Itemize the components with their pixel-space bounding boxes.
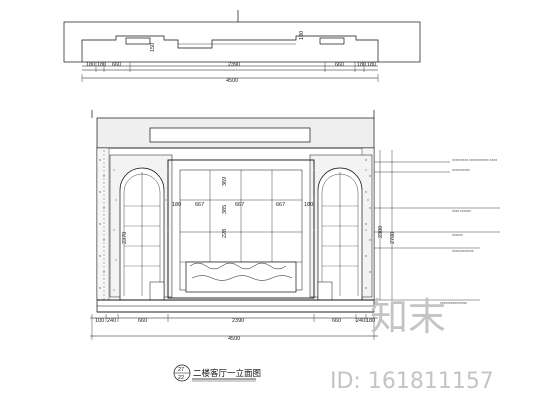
elev-bottom-dim-4: 2390: [232, 318, 244, 324]
elev-inner-dim-3: 228: [222, 229, 228, 238]
elevation-view: [90, 110, 500, 340]
plan-small-dim-1: 150: [150, 43, 156, 52]
elev-top-dim-3: 667: [235, 202, 244, 208]
plan-dim-3: 660: [112, 62, 121, 68]
note-6: xxxxxxxxxxxxxxx: [440, 301, 467, 305]
watermark-id: ID: 161811157: [330, 369, 494, 394]
elev-inner-dim-1: 369: [222, 177, 228, 186]
elev-bottom-dim-2: 240: [107, 318, 116, 324]
note-1: xxxxxxxxx xxxxxxxxxxx xxxx: [452, 158, 497, 162]
elev-top-dim-1: 180: [172, 202, 181, 208]
note-2: xxxxxxxxxx: [452, 168, 470, 172]
elevation-dimensions: 180 667 667 667 180 369 385 228 2370 230…: [95, 177, 396, 342]
drawing-title: 二楼客厅一立面图: [193, 368, 261, 379]
plan-dim-6: 180: [357, 62, 366, 68]
watermark-logo: 知末: [370, 295, 446, 339]
elev-bottom-dim-7: 180: [366, 318, 375, 324]
note-3: xxxx xxxxxx: [452, 209, 471, 213]
elev-right-height-2: 2700: [390, 232, 396, 244]
plan-dim-7: 180: [367, 62, 376, 68]
elev-bottom-dim-5: 660: [332, 318, 341, 324]
drawing-title-block: 27 22 二楼客厅一立面图: [173, 364, 261, 382]
elev-bottom-dim-3: 660: [138, 318, 147, 324]
plan-dim-4: 2390: [228, 62, 240, 68]
wall-pattern: [99, 159, 371, 291]
plan-dim-2: 180: [97, 62, 106, 68]
elev-bottom-dim-6: 240: [356, 318, 365, 324]
elev-total-dim: 4500: [228, 336, 240, 342]
plan-dim-5: 660: [335, 62, 344, 68]
plan-small-dim-2: 180: [299, 31, 305, 40]
elev-top-dim-4: 667: [276, 202, 285, 208]
note-5: xxxxxxxxxxxx: [452, 249, 474, 253]
elev-top-dim-2: 667: [195, 202, 204, 208]
elev-right-height-1: 2300: [378, 226, 384, 238]
note-4: xxxxxx: [452, 233, 463, 237]
title-badge-top: 27: [178, 367, 184, 373]
watermark: 知末 ID: 161811157: [330, 295, 494, 394]
elev-top-dim-5: 180: [304, 202, 313, 208]
elev-inner-dim-2: 385: [222, 205, 228, 214]
plan-dimensions: 180 180 660 2390 660 180 180 4500 150 18…: [86, 31, 376, 84]
plan-total-dim: 4500: [226, 78, 238, 84]
plan-dim-1: 180: [86, 62, 95, 68]
plan-view: [63, 10, 421, 82]
elev-left-height: 2370: [122, 232, 128, 244]
title-badge-bottom: 22: [178, 375, 184, 381]
annotation-notes: xxxxxxxxx xxxxxxxxxxx xxxx xxxxxxxxxx xx…: [440, 158, 497, 305]
elev-bottom-dim-1: 100: [95, 318, 104, 324]
